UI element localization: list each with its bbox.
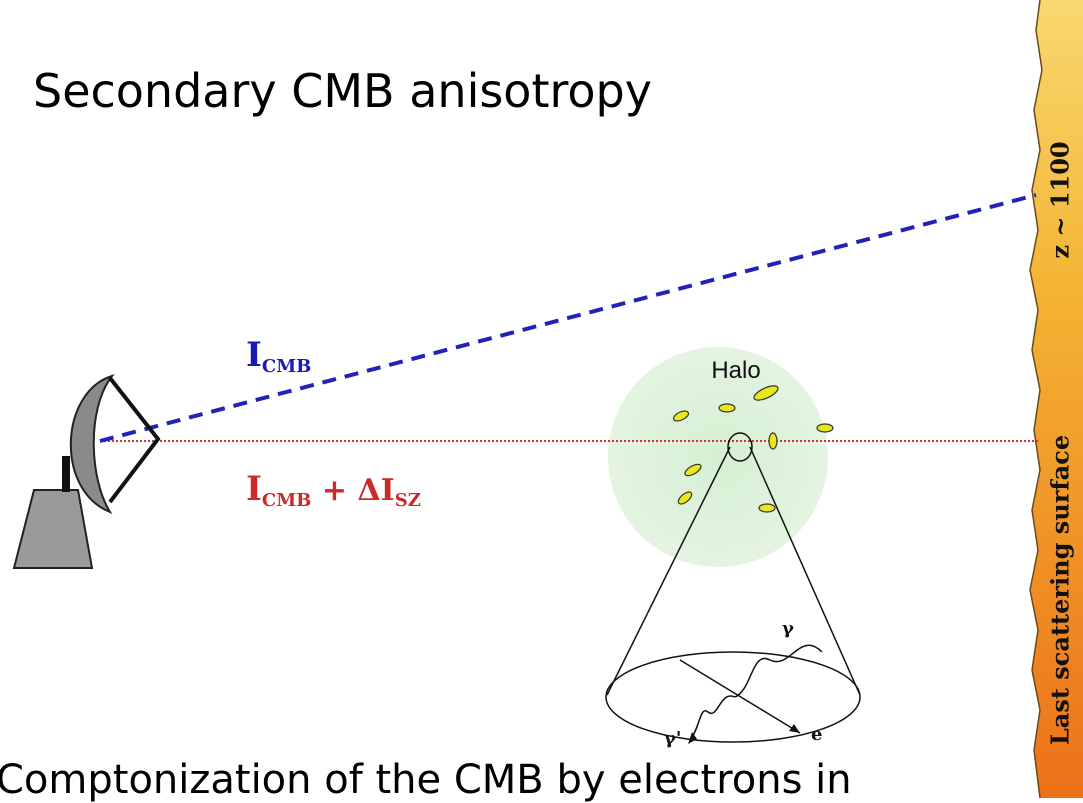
telescope — [12, 374, 161, 569]
electron-track — [679, 659, 801, 734]
sz-beam-label: ICMB + ΔISZ — [246, 469, 421, 511]
galaxy — [672, 410, 690, 422]
cone-base — [605, 651, 861, 743]
last-scattering-label: Last scattering surface — [1045, 434, 1075, 746]
cone-apex-circle — [727, 432, 753, 462]
electron-label: e — [811, 724, 822, 745]
telescope-post — [62, 456, 70, 492]
galaxy — [758, 503, 776, 513]
band-edge — [1029, 0, 1043, 798]
telescope-dish — [69, 374, 115, 515]
gamma-prime-label: γ' — [664, 728, 681, 749]
galaxy — [753, 385, 779, 401]
electron-arrow — [789, 724, 800, 733]
galaxy — [718, 403, 736, 413]
cmb-line-of-sight — [99, 193, 1037, 443]
halo-galaxies — [672, 385, 834, 513]
halo-region — [608, 347, 828, 567]
incoming-photon-path — [734, 644, 823, 698]
gamma-label: γ — [782, 618, 794, 639]
cone-edge-left — [606, 446, 731, 696]
halo-label: Halo — [711, 357, 760, 384]
scatter-cone — [605, 432, 861, 744]
galaxy — [816, 423, 834, 433]
slide-title: Secondary CMB anisotropy — [33, 64, 652, 118]
cmb-beam-label: ICMB — [246, 335, 311, 377]
telescope-feed-arm — [108, 376, 161, 504]
galaxy — [684, 463, 702, 477]
photon-arrow — [688, 732, 697, 744]
galaxy — [768, 432, 778, 450]
outgoing-photon-path — [689, 695, 736, 741]
redshift-label: z ~ 1100 — [1045, 141, 1075, 259]
last-scattering-band — [1030, 0, 1083, 798]
cone-edge-right — [749, 446, 861, 696]
galaxy — [677, 491, 693, 505]
slide-caption: Comptonization of the CMB by electrons i… — [0, 757, 852, 803]
telescope-base — [12, 489, 94, 569]
